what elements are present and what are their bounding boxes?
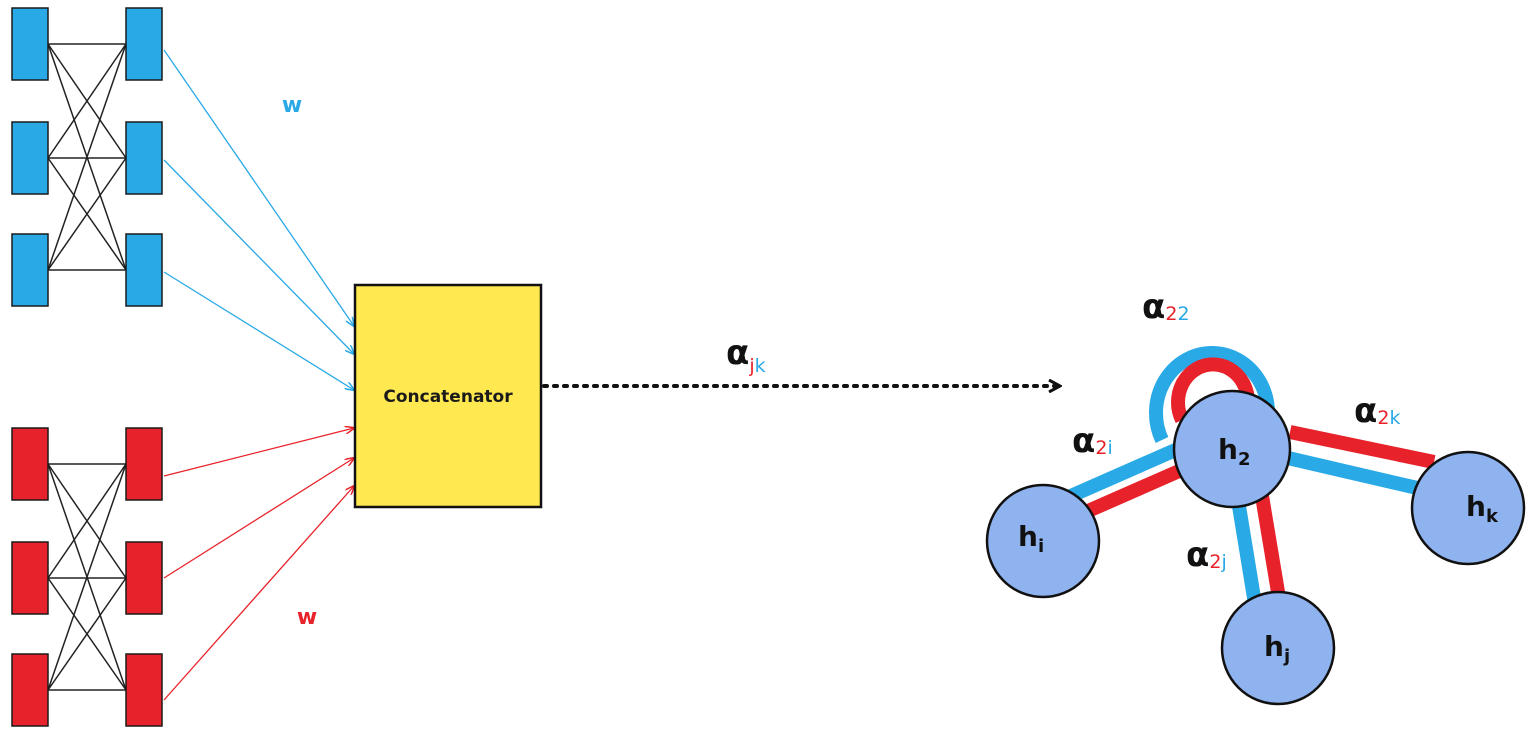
- node-hk: hk: [1410, 450, 1526, 566]
- bottom-weight-label: w: [297, 605, 317, 630]
- top-weight-label: w: [282, 93, 302, 118]
- alpha-2i-label: α2i: [1072, 421, 1113, 461]
- alpha-2j-label: α2j: [1186, 535, 1227, 575]
- red-input-neuron-1: [11, 427, 49, 501]
- node-hi-circle: [985, 483, 1101, 599]
- concatenator-label: Concatenator: [383, 387, 513, 407]
- red-network-connections: [47, 463, 127, 691]
- edge-2j-red: [1255, 494, 1287, 606]
- node-h2-circle: [1172, 389, 1292, 509]
- node-hj-circle: [1220, 590, 1336, 706]
- blue-network-connections: [47, 43, 127, 271]
- node-hk-label: hk: [1466, 490, 1499, 527]
- node-hi: hi: [985, 483, 1101, 599]
- red-weight-arrow-3: [163, 486, 354, 701]
- blue-neural-network: [11, 7, 163, 307]
- red-weight-arrows: [163, 428, 354, 701]
- blue-output-neuron-1: [125, 7, 163, 81]
- blue-weight-arrow-1: [163, 49, 354, 326]
- red-output-neuron-1: [125, 427, 163, 501]
- red-weight-arrow-2: [163, 458, 354, 579]
- concatenator-box: [353, 283, 543, 509]
- red-output-neuron-2: [125, 541, 163, 615]
- node-h2: h2: [1172, 389, 1292, 509]
- concatenator-block: Concatenator: [353, 283, 543, 509]
- blue-output-neuron-3: [125, 233, 163, 307]
- blue-weight-arrows: [163, 49, 354, 390]
- blue-input-neuron-2: [11, 121, 49, 195]
- blue-input-neuron-1: [11, 7, 49, 81]
- node-h2-label: h2: [1218, 433, 1250, 470]
- edge-2k-red: [1288, 425, 1436, 469]
- edge-2k-blue: [1286, 451, 1428, 497]
- blue-weight-arrow-2: [163, 159, 354, 354]
- node-hi-label: hi: [1018, 520, 1044, 557]
- node-hk-circle: [1410, 450, 1526, 566]
- red-neural-network: [11, 427, 163, 727]
- red-weight-arrow-1: [163, 428, 354, 477]
- blue-output-neuron-2: [125, 121, 163, 195]
- alpha-22-label: α22: [1142, 287, 1190, 327]
- node-hj: hj: [1220, 590, 1336, 706]
- alpha-2k-label: α2k: [1354, 391, 1400, 431]
- red-input-neuron-3: [11, 653, 49, 727]
- red-output-neuron-3: [125, 653, 163, 727]
- blue-input-neuron-3: [11, 233, 49, 307]
- blue-weight-arrow-3: [163, 271, 354, 390]
- red-input-neuron-2: [11, 541, 49, 615]
- attention-graph: h2 hi hj hk α22 α2i α2: [985, 287, 1526, 706]
- alpha-jk-label: αjk: [726, 333, 766, 377]
- edge-2j-blue: [1231, 498, 1263, 612]
- node-hj-label: hj: [1264, 630, 1290, 667]
